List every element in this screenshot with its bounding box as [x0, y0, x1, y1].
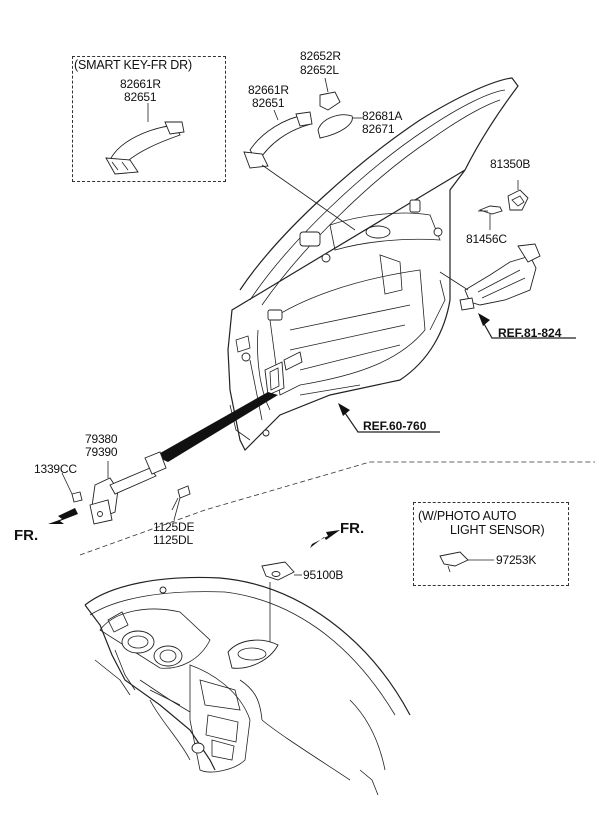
- photo-sensor-box-title-line2: LIGHT SENSOR): [450, 523, 545, 537]
- part-label-bolt-b: 1125DL: [153, 533, 193, 547]
- ref-latch: REF.81-824: [498, 326, 562, 340]
- checker-leader-band: [155, 392, 278, 462]
- part-label-gasket-a: 82681A: [362, 109, 403, 123]
- latch-assembly-drawing: [459, 243, 541, 311]
- part-label-cover-a: 82652R: [300, 49, 341, 63]
- fr-label-left: FR.: [14, 527, 39, 544]
- handle-cover-drawing: [319, 91, 341, 111]
- sensor-drawing: [261, 561, 295, 581]
- ref-door: REF.60-760: [363, 419, 427, 433]
- photo-sensor-box: [413, 502, 569, 586]
- screw-drawing: [478, 205, 503, 215]
- fr-arrow-left: [48, 508, 78, 524]
- fr-label-right: FR.: [340, 520, 365, 537]
- part-label-gasket-b: 82671: [362, 122, 395, 136]
- part-label-bolt-a: 1125DE: [153, 520, 195, 534]
- part-label-cap: 81350B: [490, 157, 531, 171]
- outside-handle-drawing: [243, 111, 313, 169]
- cap-drawing: [507, 189, 529, 211]
- smart-key-box: [72, 56, 226, 182]
- photo-sensor-drawing: [439, 551, 469, 573]
- part-label-handle-a: 82661R: [248, 83, 289, 97]
- photo-sensor-box-title-line1: (W/PHOTO AUTO: [418, 509, 517, 523]
- dashboard-drawing: [84, 576, 411, 796]
- part-label-checker-a: 79380: [85, 432, 118, 446]
- nut-drawing: [71, 491, 83, 503]
- bolt-drawing: [171, 485, 191, 511]
- fr-arrow-right: [310, 530, 340, 548]
- part-label-handle-box-a: 82661R: [120, 77, 161, 91]
- smart-key-box-title: (SMART KEY-FR DR): [74, 58, 192, 72]
- part-label-cover-b: 82652L: [300, 63, 339, 77]
- part-label-checker-b: 79390: [85, 445, 118, 459]
- part-label-handle-b: 82651: [252, 96, 285, 110]
- part-label-nut: 1339CC: [34, 462, 77, 476]
- part-label-photo-sensor: 97253K: [496, 553, 537, 567]
- part-label-handle-box-b: 82651: [124, 90, 157, 104]
- handle-smart-key-drawing: [105, 121, 185, 175]
- part-label-screw: 81456C: [466, 232, 507, 246]
- section-divider: [79, 461, 595, 556]
- checker-on-door: [264, 351, 303, 396]
- part-label-sensor: 95100B: [303, 568, 344, 582]
- door-checker-drawing: [89, 451, 167, 525]
- gasket-drawing: [317, 114, 353, 139]
- door-frame-drawing: [227, 77, 519, 452]
